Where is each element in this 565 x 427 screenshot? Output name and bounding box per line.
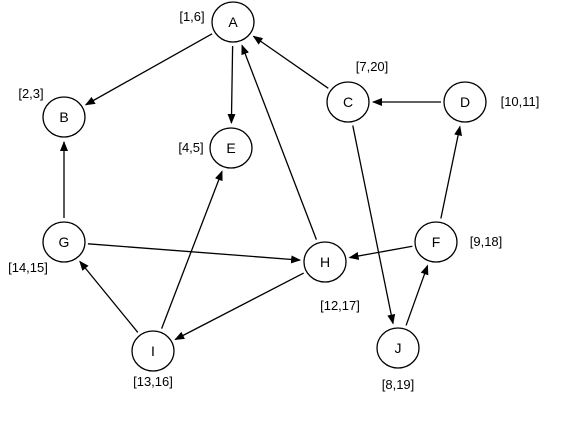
edge-G-to-H xyxy=(87,243,302,264)
node-circle-G xyxy=(42,221,86,263)
interval-label-J: [8,19] xyxy=(382,377,415,392)
node-circle-J xyxy=(376,327,420,369)
node-circle-B xyxy=(42,96,86,138)
edge-I-to-G xyxy=(79,260,139,333)
node-D: D [10,11] xyxy=(443,81,540,123)
edge-F-to-H xyxy=(348,245,413,260)
node-circle-D xyxy=(443,81,487,123)
node-J: J [8,19] xyxy=(376,327,420,392)
node-H: H [12,17] xyxy=(303,241,360,313)
node-label-C: C xyxy=(343,94,353,110)
node-label-E: E xyxy=(226,140,235,156)
node-circle-I xyxy=(131,330,175,372)
interval-label-H: [12,17] xyxy=(320,298,360,313)
edge-I-to-E xyxy=(161,170,223,329)
edge-H-to-A xyxy=(241,44,318,240)
edge-C-to-J xyxy=(352,125,396,325)
node-I: I [13,16] xyxy=(131,330,175,389)
node-F: F [9,18] xyxy=(414,221,503,263)
interval-label-F: [9,18] xyxy=(470,234,503,249)
node-label-F: F xyxy=(432,234,441,250)
node-label-A: A xyxy=(228,14,238,30)
node-circle-F xyxy=(414,221,458,263)
interval-label-B: [2,3] xyxy=(18,86,43,101)
interval-label-A: [1,6] xyxy=(179,9,204,24)
edge-J-to-F xyxy=(405,264,429,326)
node-circle-A xyxy=(211,1,255,43)
node-G: G [14,15] xyxy=(8,221,86,275)
interval-label-E: [4,5] xyxy=(178,140,203,155)
node-label-B: B xyxy=(59,109,68,125)
node-label-H: H xyxy=(320,254,330,270)
node-label-D: D xyxy=(460,94,470,110)
node-circle-E xyxy=(209,127,253,169)
node-circle-H xyxy=(303,241,347,283)
edges-layer xyxy=(60,33,463,341)
edge-A-to-B xyxy=(84,33,213,106)
interval-label-G: [14,15] xyxy=(8,260,48,275)
node-E: E [4,5] xyxy=(178,127,253,169)
nodes-layer: A [1,6] B [2,3] C [7,20] D [10,11] E [4,5] F [9,18]… xyxy=(8,1,540,392)
interval-label-C: [7,20] xyxy=(356,59,389,74)
node-label-J: J xyxy=(395,340,402,356)
node-A: A [1,6] xyxy=(179,1,255,43)
node-C: C [7,20] xyxy=(326,59,389,123)
node-label-I: I xyxy=(151,343,155,359)
node-label-G: G xyxy=(59,234,70,250)
edge-A-to-E xyxy=(227,45,236,125)
node-circle-C xyxy=(326,81,370,123)
edge-C-to-A xyxy=(252,35,329,89)
interval-label-D: [10,11] xyxy=(501,94,540,109)
interval-label-I: [13,16] xyxy=(133,374,173,389)
edge-F-to-D xyxy=(440,125,463,219)
edge-H-to-I xyxy=(174,272,304,341)
node-B: B [2,3] xyxy=(18,86,86,138)
